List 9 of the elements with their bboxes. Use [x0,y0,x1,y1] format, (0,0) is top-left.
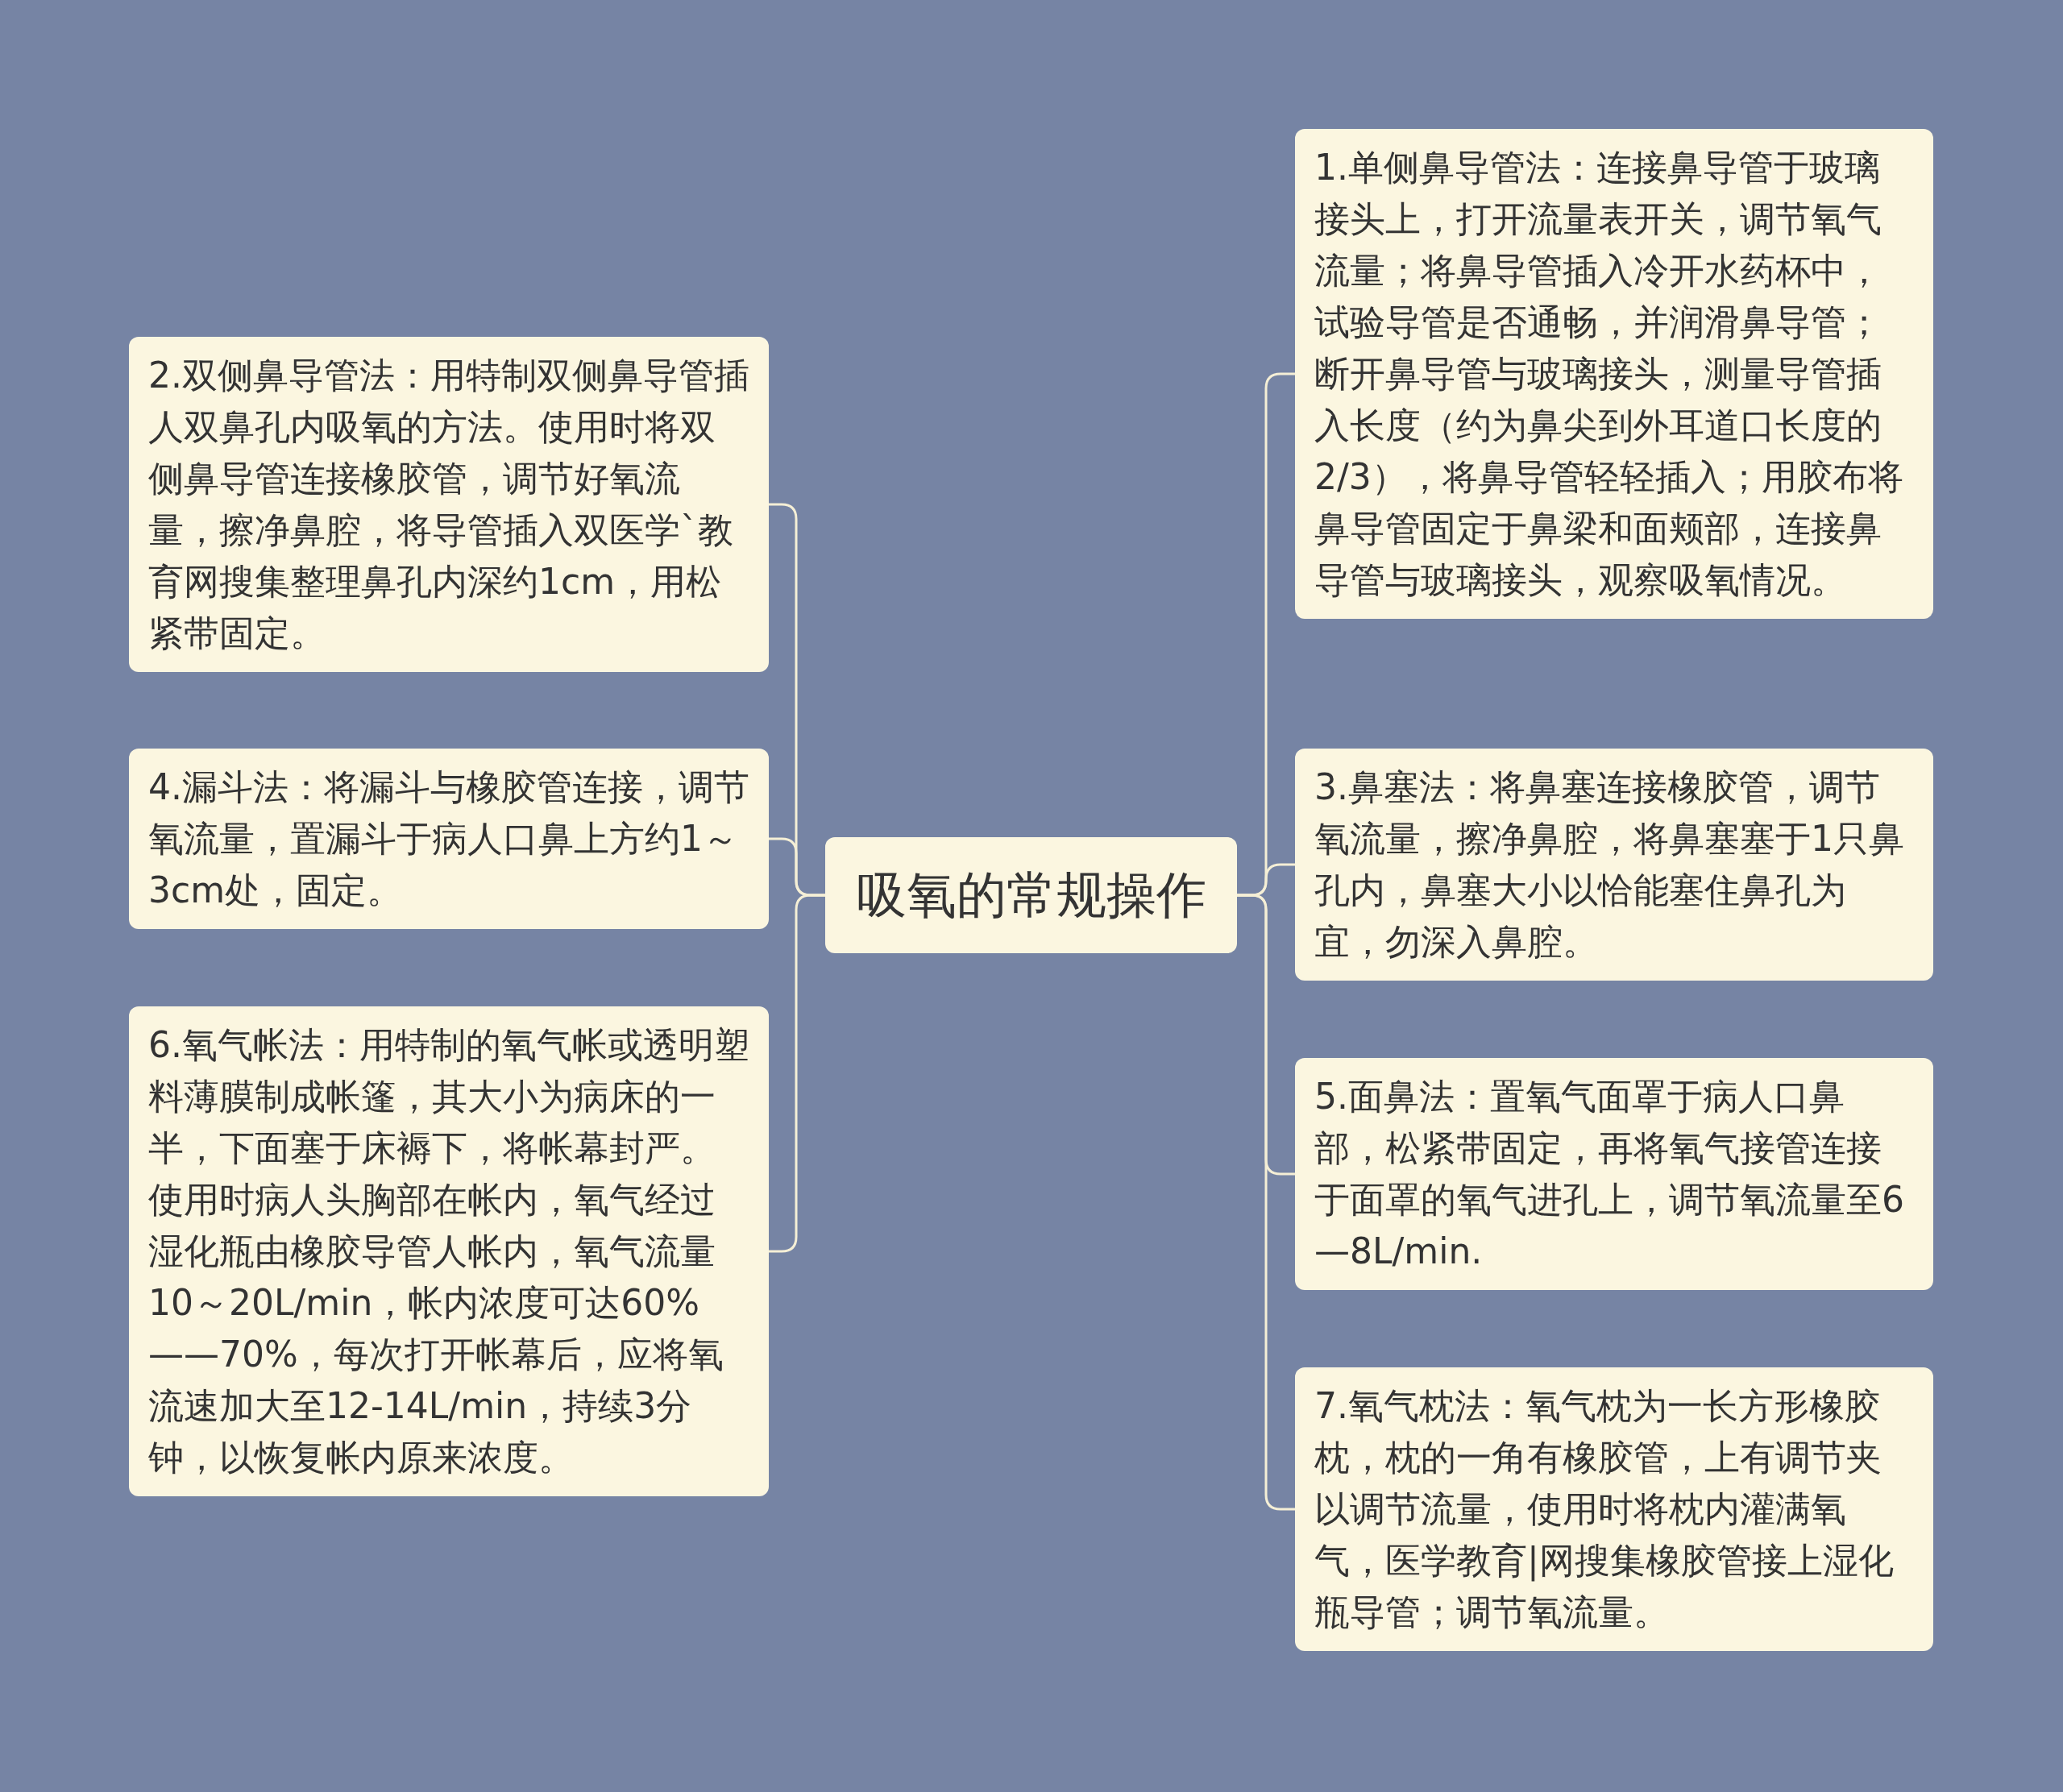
central-topic: 吸氧的常规操作 [825,837,1237,953]
subtopic-card: 2.双侧鼻导管法：用特制双侧鼻导管插人双鼻孔内吸氧的方法。使用时将双侧鼻导管连接橡胶管，调节好氧流量，擦净鼻腔，将导管插入双医学`教育网搜集整理鼻孔内深约1cm，用松紧带固定。 [129,337,769,672]
subtopic-card: 4.漏斗法：将漏斗与橡胶管连接，调节氧流量，置漏斗于病人口鼻上方约1～3cm处，固定。 [129,749,769,929]
subtopic-card: 5.面鼻法：置氧气面罩于病人口鼻部，松紧带固定，再将氧气接管连接于面罩的氧气进孔上，调节氧流量至6—8L/min. [1295,1058,1933,1290]
subtopic-card: 3.鼻塞法：将鼻塞连接橡胶管，调节氧流量，擦净鼻腔，将鼻塞塞于1只鼻孔内，鼻塞大小以恰能塞住鼻孔为宜，勿深入鼻腔。 [1295,749,1933,981]
subtopic-card: 1.单侧鼻导管法：连接鼻导管于玻璃接头上，打开流量表开关，调节氧气流量；将鼻导管插入冷开水药杯中，试验导管是否通畅，并润滑鼻导管；断开鼻导管与玻璃接头，测量导管插入长度（约为鼻尖到外耳道口长度的2/3），将鼻导管轻轻插入；用胶布将鼻导管固定于鼻梁和面颊部，连接鼻导管与玻璃接头，观察吸氧情况。 [1295,129,1933,619]
subtopic-card: 6.氧气帐法：用特制的氧气帐或透明塑料薄膜制成帐篷，其大小为病床的一半，下面塞于床褥下，将帐幕封严。使用时病人头胸部在帐内，氧气经过湿化瓶由橡胶导管人帐内，氧气流量10～20L/min，帐内浓度可达60%——70%，每次打开帐幕后，应将氧流速加大至12-14L/min，持续3分钟，以恢复帐内原来浓度。 [129,1006,769,1496]
subtopic-card: 7.氧气枕法：氧气枕为一长方形橡胶枕，枕的一角有橡胶管，上有调节夹以调节流量，使用时将枕内灌满氧气，医学教育|网搜集橡胶管接上湿化瓶导管；调节氧流量。 [1295,1367,1933,1651]
connector-line [1237,894,1295,1511]
